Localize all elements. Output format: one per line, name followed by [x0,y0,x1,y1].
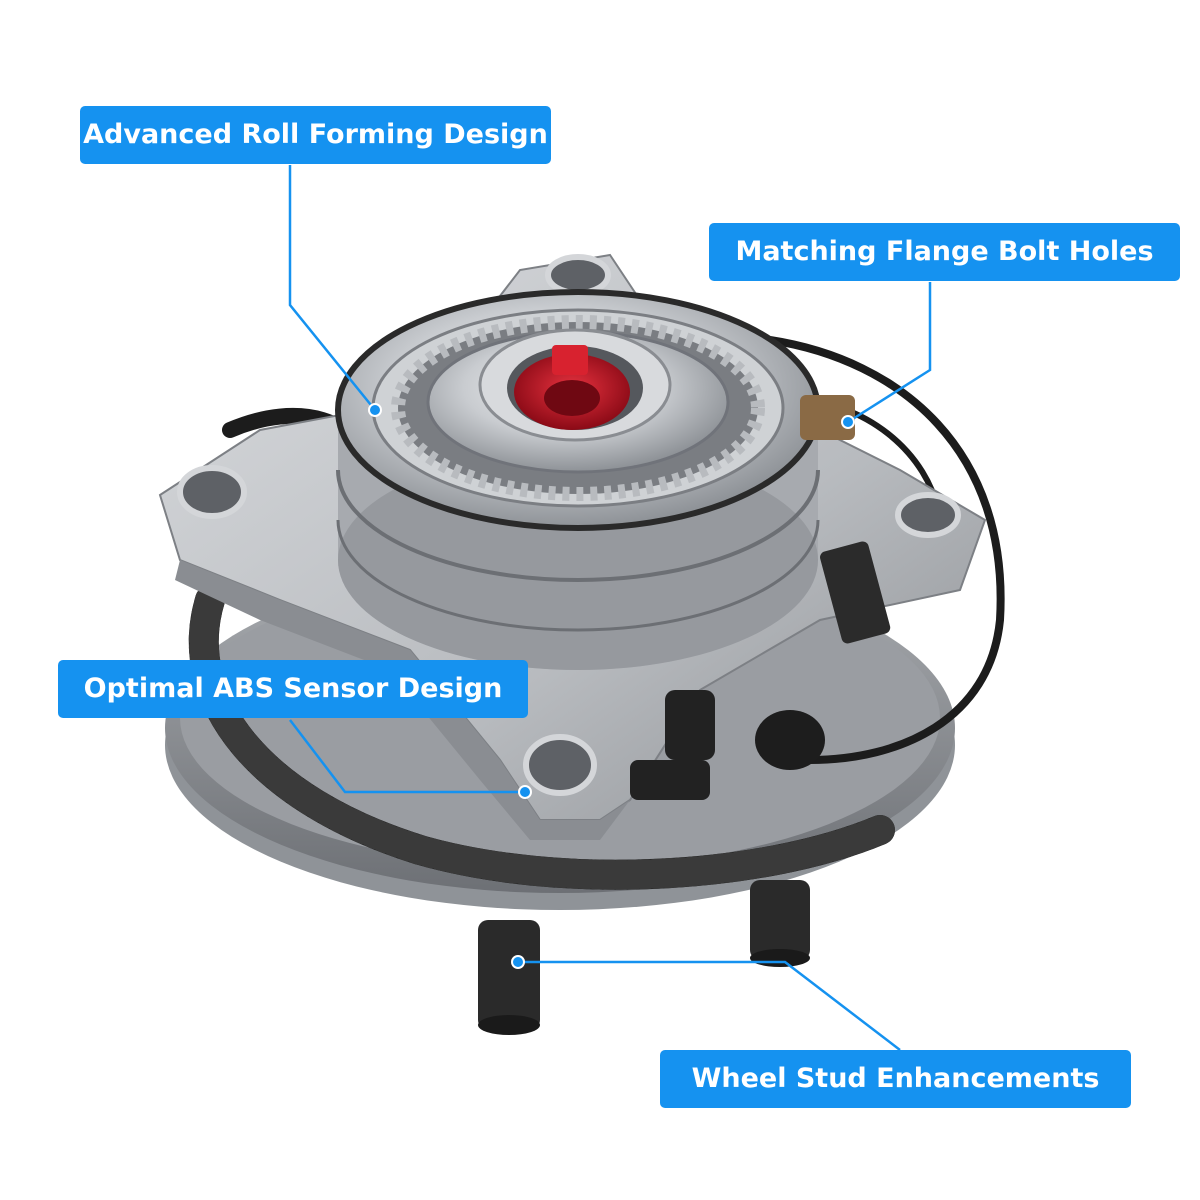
callout-leader-lines [288,165,932,1051]
callout-roll-forming: Advanced Roll Forming Design [80,106,551,164]
callout-flange-bolt-holes: Matching Flange Bolt Holes [709,223,1180,281]
callout-anchor-dots [368,403,855,969]
abs-sensor-connectors [630,395,891,800]
flange-bolt-holes [177,254,961,796]
callout-wheel-stud: Wheel Stud Enhancements [660,1050,1131,1108]
callout-abs-sensor: Optimal ABS Sensor Design [58,660,528,718]
hub-center [478,328,672,442]
